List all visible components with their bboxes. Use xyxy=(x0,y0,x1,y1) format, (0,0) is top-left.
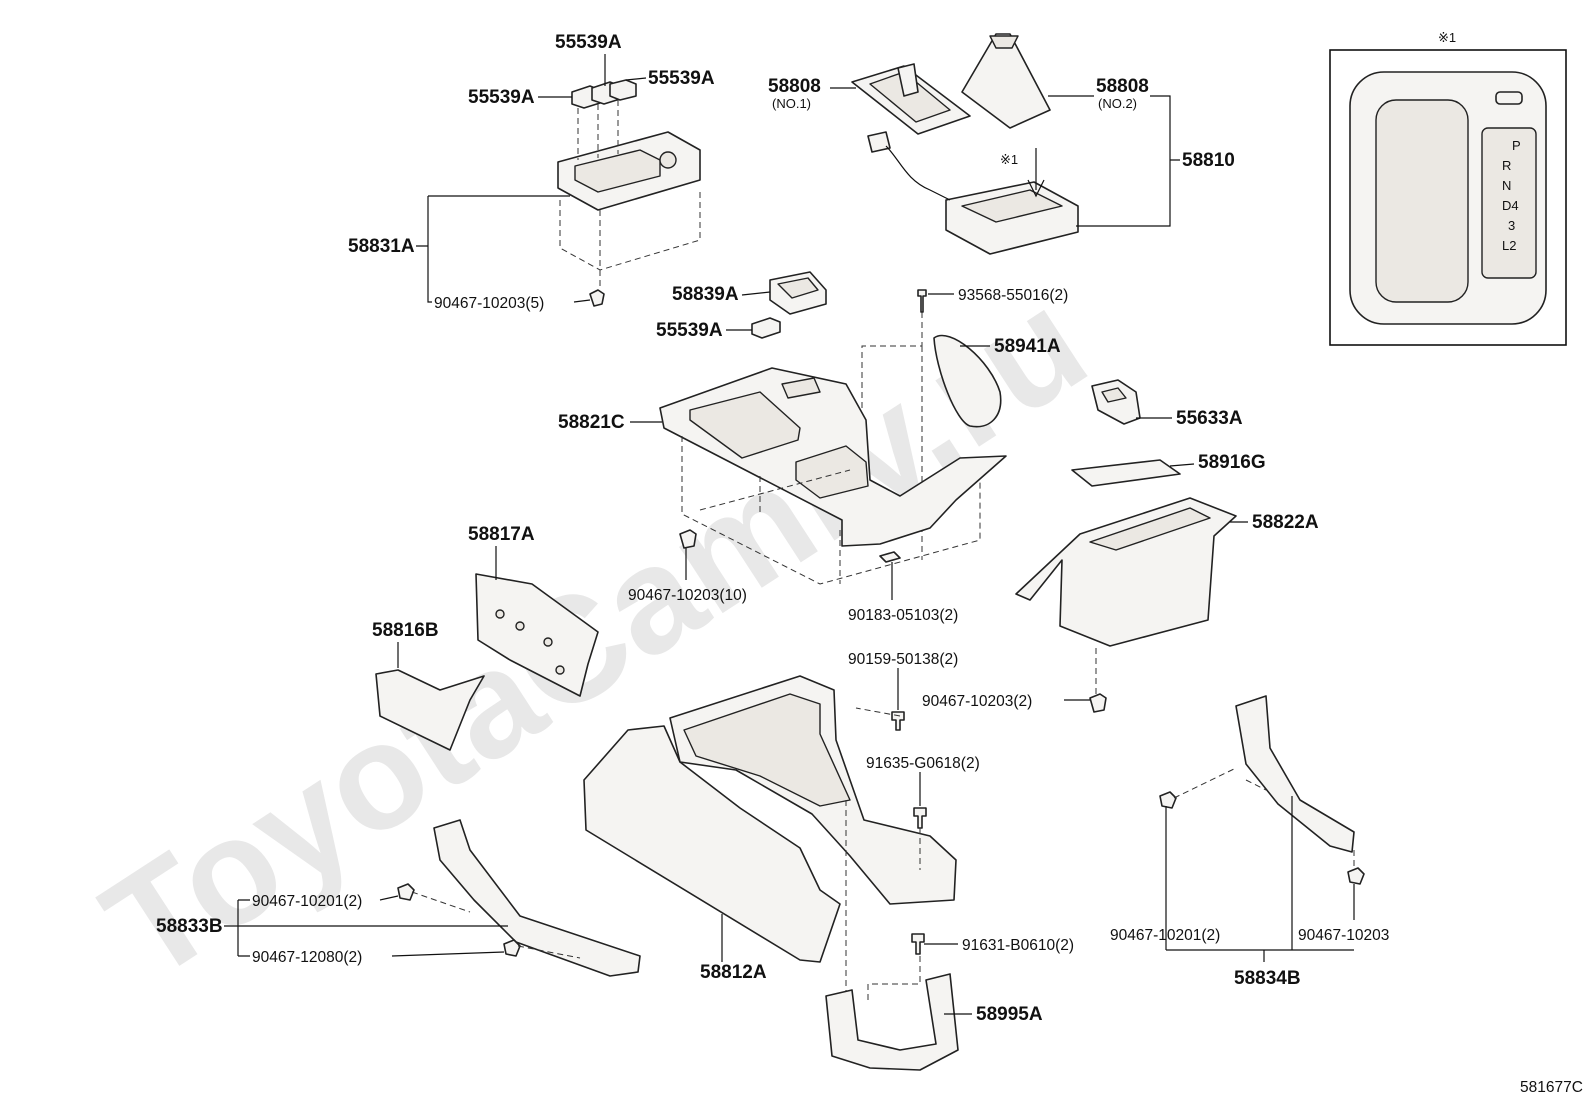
label-55539a-low: 55539A xyxy=(656,320,723,341)
label-58995a: 58995A xyxy=(976,1004,1043,1025)
part-58822a-rear-panel[interactable] xyxy=(1015,497,1237,647)
label-58916g: 58916G xyxy=(1198,452,1266,473)
part-58995a-bracket[interactable] xyxy=(825,973,959,1071)
label-58839a: 58839A xyxy=(672,284,739,305)
part-55633a-holder[interactable] xyxy=(1091,379,1141,425)
label-90467-10203-5: 90467-10203(5) xyxy=(434,295,544,312)
shift-indicator: P R N D4 3 L2 xyxy=(1502,138,1521,253)
part-58817a-side-panel[interactable] xyxy=(475,573,599,697)
inset-arrow-marker: ※1 xyxy=(1000,152,1018,167)
part-58816b-panel[interactable] xyxy=(375,669,485,751)
label-90183: 90183-05103(2) xyxy=(848,607,958,624)
inset-box xyxy=(1329,49,1567,346)
clip-90467-5[interactable] xyxy=(589,289,605,307)
label-90467-10203-10: 90467-10203(10) xyxy=(628,587,747,604)
label-90467-10203-right: 90467-10203 xyxy=(1298,927,1389,944)
label-58808-no1: 58808 xyxy=(768,76,821,97)
clip-90467-10203-right[interactable] xyxy=(1347,867,1365,885)
clip-90467-12080[interactable] xyxy=(503,939,521,957)
bolt-91635[interactable] xyxy=(913,807,927,829)
label-90467-10201-left: 90467-10201(2) xyxy=(252,893,362,910)
part-58812a-console-body[interactable] xyxy=(583,675,957,963)
label-55539a-top: 55539A xyxy=(555,32,622,53)
part-58821c-upper-panel[interactable] xyxy=(659,367,1007,547)
svg-text:R: R xyxy=(1502,158,1511,173)
label-58833b: 58833B xyxy=(156,916,223,937)
clip-90467-10201-left[interactable] xyxy=(397,883,415,901)
part-58916g-mat[interactable] xyxy=(1071,459,1181,487)
svg-text:3: 3 xyxy=(1508,218,1515,233)
label-58834b: 58834B xyxy=(1234,968,1301,989)
label-90467-12080: 90467-12080(2) xyxy=(252,949,362,966)
clip-90183[interactable] xyxy=(879,551,901,563)
part-58808-no2[interactable] xyxy=(961,33,1051,129)
label-58822a: 58822A xyxy=(1252,512,1319,533)
label-55539a-left: 55539A xyxy=(468,87,535,108)
clip-90467-10201-right[interactable] xyxy=(1159,791,1177,809)
label-58808-no2-sub: (NO.2) xyxy=(1098,96,1137,111)
part-58833b-trim[interactable] xyxy=(433,819,641,977)
label-55633a: 55633A xyxy=(1176,408,1243,429)
label-58831a: 58831A xyxy=(348,236,415,257)
label-90159: 90159-50138(2) xyxy=(848,651,958,668)
label-58808-no1-sub: (NO.1) xyxy=(772,96,811,111)
bolt-90159[interactable] xyxy=(891,711,905,731)
part-58808-no1[interactable] xyxy=(851,63,971,135)
part-58941a-knob[interactable] xyxy=(933,334,1002,428)
label-58941a: 58941A xyxy=(994,336,1061,357)
figure-code: 581677C xyxy=(1520,1079,1583,1096)
label-58812a: 58812A xyxy=(700,962,767,983)
svg-text:P: P xyxy=(1512,138,1521,153)
label-58816b: 58816B xyxy=(372,620,439,641)
part-58810-shift-plate[interactable] xyxy=(867,131,1079,255)
part-58834b-trim[interactable] xyxy=(1235,695,1355,853)
label-93568: 93568-55016(2) xyxy=(958,287,1068,304)
bolt-91631[interactable] xyxy=(911,933,925,955)
label-91635: 91635-G0618(2) xyxy=(866,755,980,772)
clip-90467-10[interactable] xyxy=(679,529,697,549)
clip-90467-2[interactable] xyxy=(1089,693,1107,713)
part-58831a-bezel[interactable] xyxy=(557,131,701,211)
screw-93568[interactable] xyxy=(917,289,927,313)
part-55539a-caps[interactable] xyxy=(571,79,637,109)
inset-marker: ※1 xyxy=(1438,30,1456,45)
label-90467-10203-2: 90467-10203(2) xyxy=(922,693,1032,710)
svg-text:L2: L2 xyxy=(1502,238,1516,253)
label-91631: 91631-B0610(2) xyxy=(962,937,1074,954)
part-55539a-low[interactable] xyxy=(751,317,781,339)
label-58821c: 58821C xyxy=(558,412,625,433)
label-90467-10201-right: 90467-10201(2) xyxy=(1110,927,1220,944)
svg-text:N: N xyxy=(1502,178,1511,193)
svg-text:D4: D4 xyxy=(1502,198,1519,213)
part-58839a[interactable] xyxy=(769,271,827,315)
label-55539a-right: 55539A xyxy=(648,68,715,89)
label-58810: 58810 xyxy=(1182,150,1235,171)
label-58808-no2: 58808 xyxy=(1096,76,1149,97)
label-58817a: 58817A xyxy=(468,524,535,545)
